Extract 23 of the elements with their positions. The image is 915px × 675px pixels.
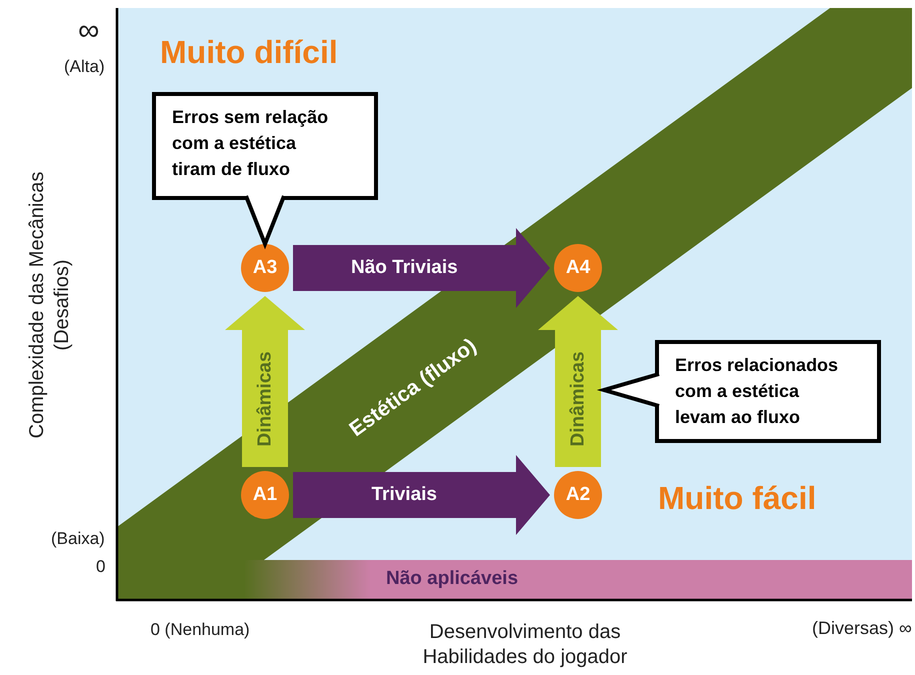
speech-bubble: Erros sem relação com a estética tiram de fluxo xyxy=(152,92,378,200)
axis-title: Complexidade das Mecânicas (Desafios) xyxy=(25,170,74,440)
axis-tick-label: (Baixa) xyxy=(51,529,105,549)
leader-line xyxy=(244,194,286,250)
edge-label: Triviais xyxy=(372,484,437,506)
axis-tick-label: (Alta) xyxy=(64,57,105,77)
region-label: Muito fácil xyxy=(658,480,816,517)
block-arrow xyxy=(293,455,550,535)
block-arrow xyxy=(225,296,305,467)
infinity-symbol: ∞ xyxy=(78,14,100,48)
edge-label: Não Triviais xyxy=(351,257,458,279)
edge-label: Dinâmicas xyxy=(254,350,276,446)
axis-title: Desenvolvimento das Habilidades do jogador xyxy=(422,620,628,670)
region-label: Muito difícil xyxy=(160,34,338,71)
axis-tick-label: (Diversas) ∞ xyxy=(812,618,912,639)
edge-label: Dinâmicas xyxy=(567,350,590,446)
band-label: Não aplicáveis xyxy=(386,568,518,590)
axis-tick-label: 0 xyxy=(96,557,106,577)
leader-line xyxy=(596,372,661,408)
speech-bubble: Erros relacionados com a estética levam ao fluxo xyxy=(655,340,881,443)
block-arrow xyxy=(293,228,550,308)
block-arrow xyxy=(538,296,618,467)
axis-tick-label: 0 (Nenhuma) xyxy=(150,620,250,640)
